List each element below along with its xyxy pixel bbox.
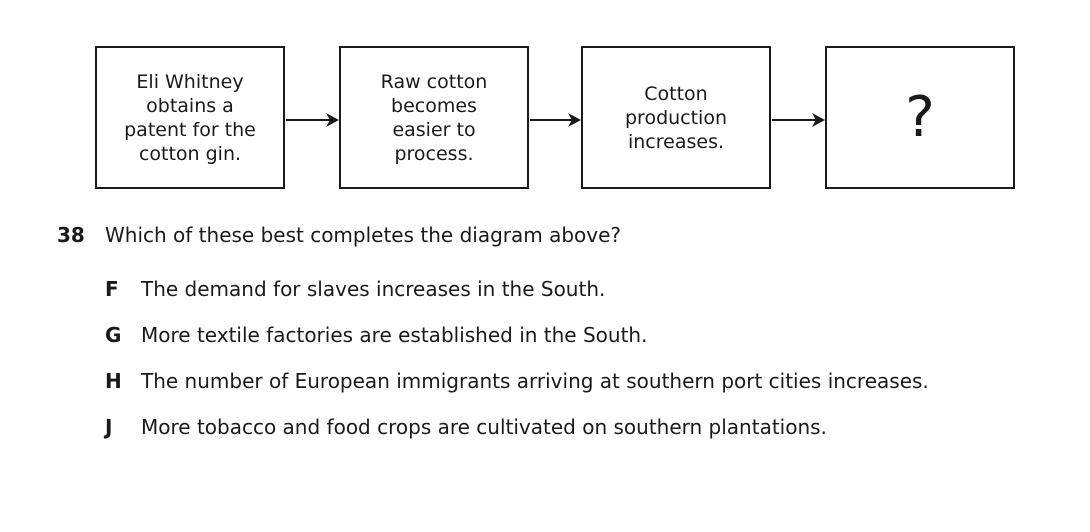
diagram-box-3: Cotton production increases.	[581, 46, 771, 189]
answer-option-g[interactable]: G More textile factories are established …	[105, 322, 647, 348]
answer-option-j[interactable]: J More tobacco and food crops are cultiva…	[105, 414, 827, 440]
option-letter: J	[105, 415, 113, 439]
diagram-box-1: Eli Whitney obtains a patent for the cot…	[95, 46, 285, 189]
option-text: More textile factories are established i…	[141, 323, 648, 347]
option-text: The number of European immigrants arrivi…	[141, 369, 929, 393]
answer-option-h[interactable]: H The number of European immigrants arriv…	[105, 368, 929, 394]
arrow-2-icon	[530, 113, 581, 127]
diagram-box-unknown: ?	[825, 46, 1015, 189]
option-text: More tobacco and food crops are cultivat…	[141, 415, 827, 439]
option-letter: H	[105, 369, 122, 393]
option-text: The demand for slaves increases in the S…	[141, 277, 606, 301]
question-number: 38	[57, 223, 85, 247]
option-letter: F	[105, 277, 119, 301]
arrow-3-icon	[772, 113, 825, 127]
answer-option-f[interactable]: F The demand for slaves increases in the …	[105, 276, 605, 302]
question-stem: 38 Which of these best completes the diag…	[57, 222, 621, 248]
question-text: Which of these best completes the diagra…	[105, 223, 622, 247]
arrow-1-icon	[286, 113, 339, 127]
option-letter: G	[105, 323, 122, 347]
diagram-box-2: Raw cotton becomes easier to process.	[339, 46, 529, 189]
